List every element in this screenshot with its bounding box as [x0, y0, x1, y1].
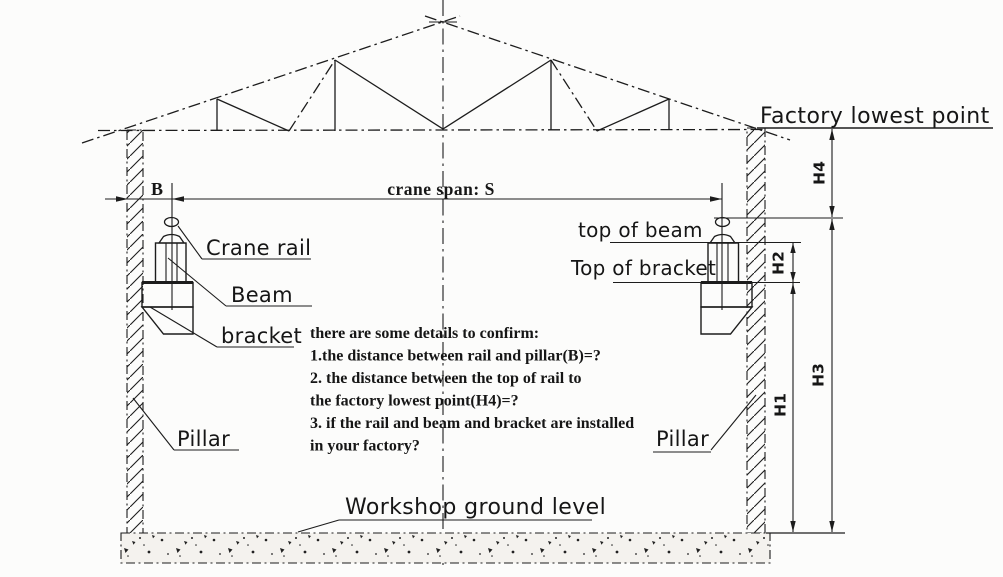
note-line-5: 3. if the rail and beam and bracket are … [310, 415, 634, 432]
left-rail-head [157, 233, 186, 244]
truss-top-chord-left [81, 15, 461, 144]
truss-diagonals [216, 59, 670, 132]
left-crane-rail [163, 216, 180, 228]
h2-dimension-label: H2 [770, 251, 788, 275]
h3-dimension-label: H3 [810, 363, 828, 387]
workshop-ground-level-label: Workshop ground level [345, 495, 606, 520]
confirmation-notes: there are some details to confirm: 1.the… [310, 325, 634, 455]
truss-bottom-chord [97, 128, 767, 132]
b-dimension-label: B [151, 179, 163, 199]
beam-label: Beam [231, 283, 293, 307]
crane-span-label: crane span: S [387, 179, 495, 199]
left-pillar [126, 129, 144, 534]
left-crane-assembly [140, 183, 194, 335]
note-line-3: 2. the distance between the top of rail … [310, 370, 582, 387]
right-bracket-top [700, 281, 753, 308]
pillar-left-label: Pillar [177, 427, 230, 451]
note-line-6: in your factory? [310, 438, 420, 455]
top-of-beam-label: top of beam [578, 218, 703, 242]
ground-foundation [120, 532, 771, 564]
b-arrow [116, 196, 128, 202]
factory-lowest-point-label: Factory lowest point [760, 104, 990, 129]
h1-dimension-label: H1 [772, 393, 790, 417]
h4-dimension-label: H4 [811, 161, 829, 185]
note-line-4: the factory lowest point(H4)=? [310, 393, 519, 410]
left-bracket [140, 306, 194, 335]
height-dimensions: H4 H3 H2 H1 [770, 129, 835, 532]
span-arrow-right [710, 196, 722, 202]
note-line-2: 1.the distance between rail and pillar(B… [310, 348, 601, 365]
right-rail-head [708, 233, 737, 244]
part-labels: Factory lowest point Crane rail Beam bra… [132, 104, 990, 533]
right-pillar [746, 127, 766, 534]
left-beam [154, 242, 187, 283]
right-bracket [700, 306, 754, 335]
crane-rail-label: Crane rail [206, 236, 311, 260]
top-of-bracket-label: Top of bracket [570, 256, 716, 280]
span-dimension: B crane span: S [105, 179, 722, 202]
pillar-right-label: Pillar [656, 427, 709, 451]
reference-lines [610, 127, 993, 534]
truss-top-chord-right [424, 15, 791, 141]
bracket-label: bracket [221, 324, 302, 348]
left-bracket-top [141, 281, 194, 308]
truss-verticals [216, 60, 670, 131]
roof-truss [81, 15, 791, 144]
span-arrow-left [172, 196, 184, 202]
note-line-1: there are some details to confirm: [310, 325, 539, 342]
